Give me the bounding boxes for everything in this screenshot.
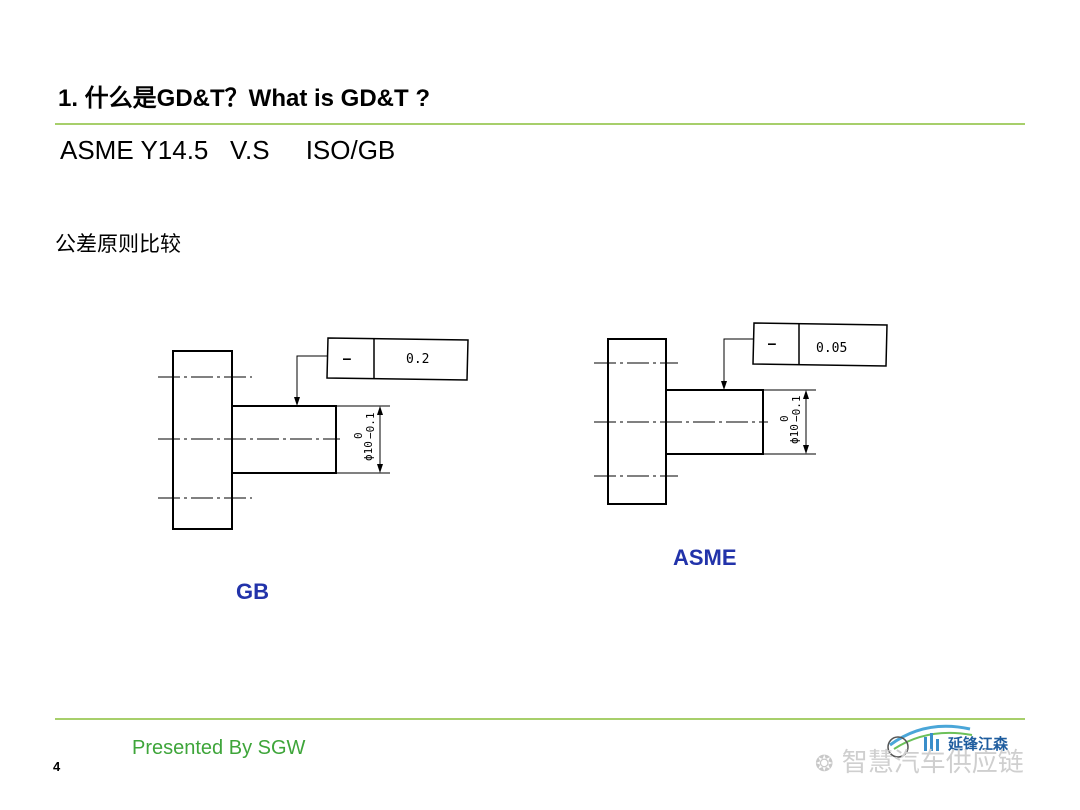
asme-dimension-upper: 0 <box>778 415 791 422</box>
logo-text: 延锋江森 <box>947 735 1009 753</box>
asme-feature-control-frame <box>752 322 888 367</box>
gb-flatness-symbol: — <box>343 352 351 367</box>
slide-subtitle: ASME Y14.5 V.S ISO/GB <box>60 135 396 165</box>
slide-title: 1. 什么是GD&T？What is GD&T ? <box>58 85 430 112</box>
gb-drawing: — 0.2 ϕ10 0 −0.1 <box>158 337 469 530</box>
gb-label: GB <box>236 579 269 604</box>
company-logo: 延锋江森 <box>887 724 1009 758</box>
asme-tolerance-value: 0.05 <box>816 341 847 356</box>
gb-flange <box>172 350 233 530</box>
watermark: ❂ 智慧汽车供应链 <box>815 742 1024 779</box>
gb-feature-control-frame <box>326 337 469 381</box>
gb-tolerance-value: 0.2 <box>406 352 429 367</box>
gb-dimension-main: ϕ10 <box>362 441 375 461</box>
asme-dimension-lower: −0.1 <box>790 396 803 423</box>
watermark-text: 智慧汽车供应链 <box>841 748 1024 778</box>
section-heading: 公差原则比较 <box>55 232 181 256</box>
page-number: 4 <box>53 759 61 774</box>
asme-dimension-main: ϕ10 <box>788 424 801 444</box>
wechat-icon: ❂ <box>815 752 834 777</box>
footer-divider <box>55 718 1025 720</box>
asme-drawing: — 0.05 ϕ10 0 −0.1 <box>594 322 888 505</box>
asme-label: ASME <box>673 545 737 570</box>
gb-dimension-lower: −0.1 <box>364 413 377 440</box>
asme-flatness-symbol: — <box>768 337 776 352</box>
title-divider <box>55 123 1025 125</box>
presenter-credit: Presented By SGW <box>132 737 306 759</box>
gb-dimension-upper: 0 <box>352 432 365 439</box>
